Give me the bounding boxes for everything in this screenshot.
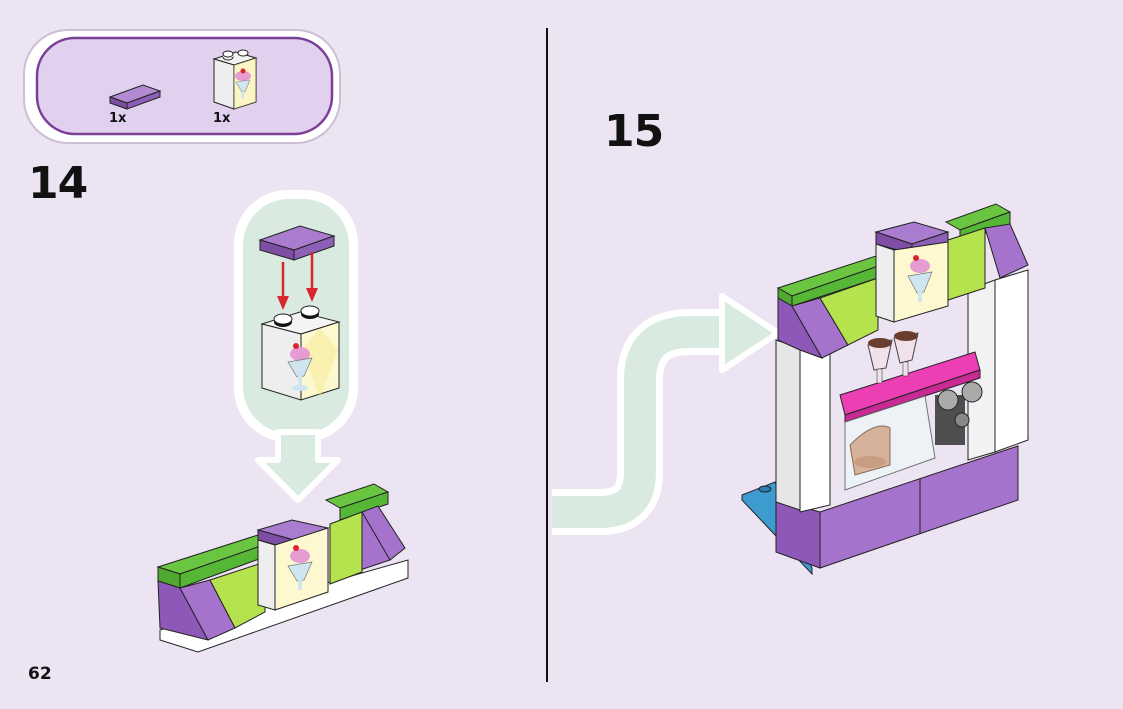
step-15-number: 15 [604,106,664,157]
tile-qty-label: 1x [109,111,127,126]
brick-qty-label: 1x [213,111,231,126]
tile-part-icon [108,84,162,110]
sundae-brick-part-icon [212,49,258,110]
step-14-subassembly [234,190,358,503]
step-15-ice-cream-stand-model [741,203,1029,576]
red-down-arrow-icon [277,252,318,310]
down-arrow-icon [255,429,341,503]
curved-arrow-icon [552,293,781,535]
sundae-icon [287,328,338,398]
page-number: 62 [28,664,52,684]
step-14-counter-model [156,483,409,653]
step-14-number: 14 [28,158,88,209]
parts-callout [23,29,341,144]
